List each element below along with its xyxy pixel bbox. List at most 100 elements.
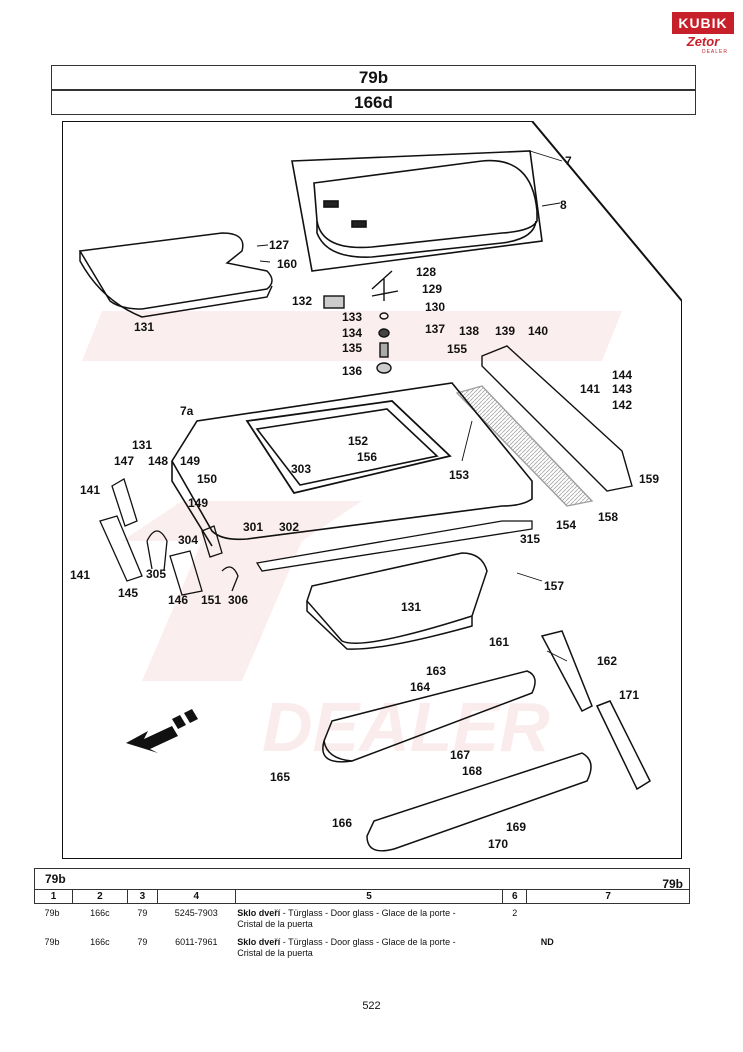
part-label: 304: [178, 533, 198, 547]
part-label: 157: [544, 579, 564, 593]
desc-bold: Sklo dveří: [237, 908, 281, 918]
part-315-seal: [255, 520, 533, 572]
cell-note: ND: [540, 937, 554, 947]
part-157-window: [306, 552, 488, 650]
part-label: 303: [291, 462, 311, 476]
part-label: 154: [556, 518, 576, 532]
part-label: 163: [426, 664, 446, 678]
cell-subgroup: 166c: [90, 908, 110, 918]
cell-position: 79: [137, 908, 148, 918]
part-label: 162: [597, 654, 617, 668]
cell-group: 79b: [44, 937, 60, 947]
cell-position: 79: [137, 937, 148, 947]
desc-rest: - Türglass - Door glass - Glace de la po…: [280, 908, 456, 918]
part-label: 130: [425, 300, 445, 314]
part-number-labels: 7 8 127 160 128 129 130 132 133 134 135 …: [114, 154, 659, 851]
part-label: 142: [612, 398, 632, 412]
table-row: 79b 166c 79 6011-7961 Sklo dveří - Türgl…: [35, 933, 690, 962]
desc-line2: Cristal de la puerta: [237, 919, 313, 929]
part-162-171-panels: [540, 630, 651, 791]
part-label: 146: [168, 593, 188, 607]
part-label: 153: [449, 468, 469, 482]
part-label: 136: [342, 364, 362, 378]
part-label: 143: [612, 382, 632, 396]
cell-subgroup: 166c: [90, 937, 110, 947]
part-label: 160: [277, 257, 297, 271]
part-label: 148: [148, 454, 168, 468]
table-header-row: 1 2 3 4 5 6 7: [34, 889, 690, 904]
cell-part-number: 5245-7903: [174, 908, 218, 918]
watermark: DEALER: [82, 311, 622, 766]
part-label: 166: [332, 816, 352, 830]
part-label: 137: [425, 322, 445, 336]
subgroup-header: 166d: [51, 90, 696, 115]
part-label: 165: [270, 770, 290, 784]
part-label: 164: [410, 680, 430, 694]
part-label: 315: [520, 532, 540, 546]
part-label: 152: [348, 434, 368, 448]
col-header: 2: [71, 889, 128, 904]
part-label: 131: [132, 438, 152, 452]
part-label: 168: [462, 764, 482, 778]
part-128-136-handle: [323, 270, 399, 374]
part-label: 161: [489, 635, 509, 649]
col-header: 5: [234, 889, 504, 904]
part-label: 138: [459, 324, 479, 338]
part-label: 167: [450, 748, 470, 762]
part-166-trim: [366, 752, 592, 852]
cell-note: [527, 904, 690, 934]
part-7-8-roof-panel: [291, 150, 543, 272]
col-header: 1: [34, 889, 73, 904]
kubik-zetor-logo: KUBIK Zetor DEALER: [672, 12, 734, 58]
cell-description: Sklo dveří - Türglass - Door glass - Gla…: [235, 904, 503, 934]
desc-bold: Sklo dveří: [237, 937, 281, 947]
part-label: 145: [118, 586, 138, 600]
part-label: 131: [401, 600, 421, 614]
part-127-sill: [78, 232, 273, 318]
table-group-left: 79b: [45, 872, 66, 886]
part-label: 128: [416, 265, 436, 279]
part-label: 158: [598, 510, 618, 524]
part-label: 139: [495, 324, 515, 338]
part-label: 135: [342, 341, 362, 355]
part-label: 133: [342, 310, 362, 324]
left-small-parts: [99, 478, 239, 596]
part-label: 140: [528, 324, 548, 338]
logo-brand: KUBIK: [672, 12, 734, 34]
part-139-158-rails: [455, 345, 633, 507]
part-label: 305: [146, 567, 166, 581]
part-label: 141: [80, 483, 100, 497]
part-label: 156: [357, 450, 377, 464]
part-number-labels-left: 131 141 141 131 149: [70, 320, 421, 614]
part-label: 141: [580, 382, 600, 396]
col-header: 4: [156, 889, 236, 904]
table-row: 79b 166c 79 5245-7903 Sklo dveří - Türgl…: [35, 904, 690, 934]
part-label: 134: [342, 326, 362, 340]
page-number: 522: [362, 1000, 381, 1012]
part-label: 169: [506, 820, 526, 834]
desc-rest: - Türglass - Door glass - Glace de la po…: [280, 937, 456, 947]
cell-part-number: 6011-7961: [175, 937, 218, 947]
part-label: 151: [201, 593, 221, 607]
table-group-right: 79b: [662, 877, 683, 891]
part-label: 132: [292, 294, 312, 308]
part-label: 149: [188, 496, 208, 510]
part-label: 149: [180, 454, 200, 468]
part-label: 306: [228, 593, 248, 607]
leader-lines: [256, 150, 568, 662]
part-label: 7a: [180, 404, 194, 418]
part-label: 170: [488, 837, 508, 851]
direction-arrow-icon: [126, 709, 198, 753]
parts-table-title: 79b 79b: [34, 868, 690, 891]
col-header: 6: [502, 889, 528, 904]
part-label: 150: [197, 472, 217, 486]
col-header: 3: [126, 889, 158, 904]
part-label: 155: [447, 342, 467, 356]
part-label: 159: [639, 472, 659, 486]
cell-quantity: 2: [512, 908, 518, 918]
group-header: 79b: [51, 65, 696, 90]
part-label: 141: [70, 568, 90, 582]
desc-line2: Cristal de la puerta: [237, 948, 313, 958]
logo-sub: Zetor: [686, 34, 720, 49]
part-label: 7: [565, 154, 572, 168]
